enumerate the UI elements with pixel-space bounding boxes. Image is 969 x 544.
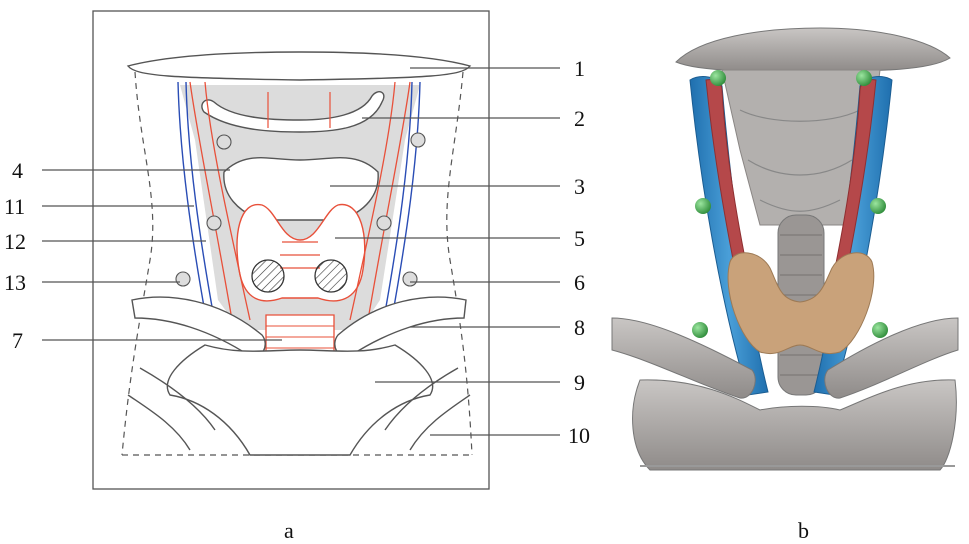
panel-a-caption: a [284, 518, 294, 543]
callout-label-1: 1 [574, 56, 585, 81]
callout-label-13: 13 [4, 270, 26, 295]
panel-a-schematic: 1 2 3 5 6 8 9 10 4 11 12 13 7 a [4, 11, 590, 543]
callout-label-8: 8 [574, 315, 585, 340]
callout-label-2: 2 [574, 106, 585, 131]
model-mandible [676, 28, 950, 71]
callout-label-9: 9 [574, 370, 585, 395]
panel-b-caption: b [798, 518, 809, 543]
node-marker [217, 135, 231, 149]
callout-label-5: 5 [574, 226, 585, 251]
nodule-right [315, 260, 347, 292]
model-marker [710, 70, 726, 86]
callout-label-7: 7 [12, 328, 23, 353]
callout-label-12: 12 [4, 229, 26, 254]
callout-label-6: 6 [574, 270, 585, 295]
callout-label-10: 10 [568, 423, 590, 448]
callout-label-3: 3 [574, 174, 585, 199]
panel-b-3d-model: b [612, 28, 958, 543]
nodule-left [252, 260, 284, 292]
callout-label-11: 11 [4, 194, 25, 219]
callout-label-4: 4 [12, 158, 23, 183]
